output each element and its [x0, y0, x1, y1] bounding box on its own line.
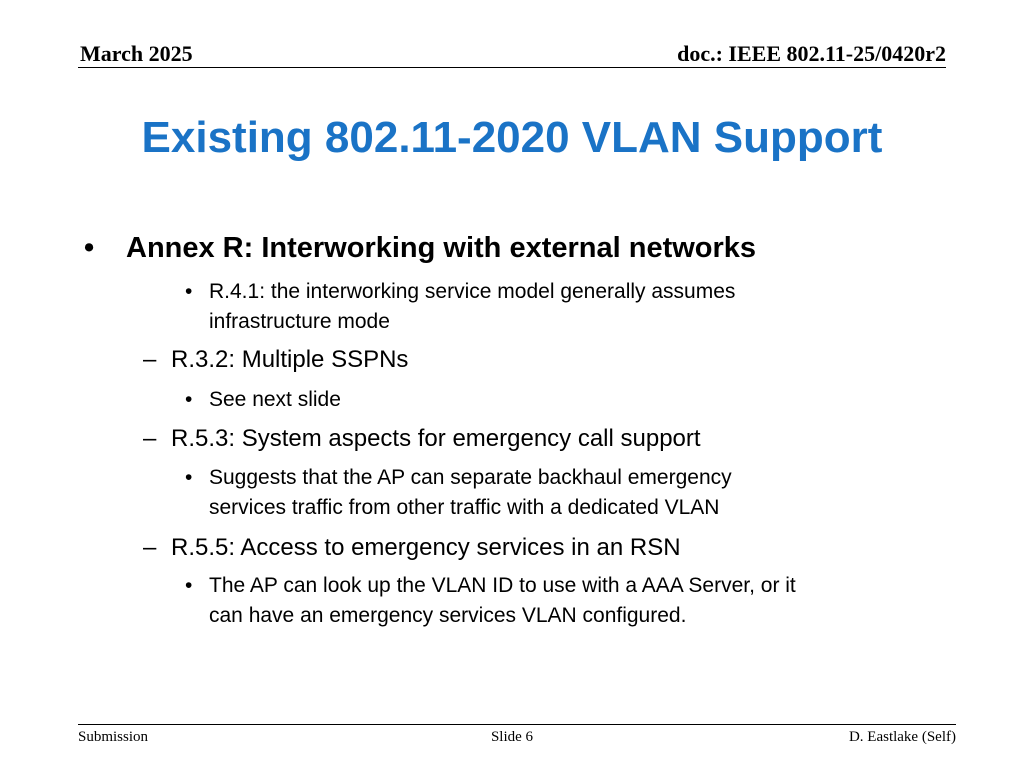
- dash-marker: –: [143, 346, 157, 373]
- dash-marker: –: [143, 425, 157, 452]
- footer-slide-number: Slide 6: [490, 729, 534, 745]
- dash-marker: –: [143, 534, 157, 561]
- sub-bullet-marker: •: [185, 574, 193, 597]
- sub-bullet-marker: •: [185, 466, 193, 489]
- sub-bullet-r55-line1: The AP can look up the VLAN ID to use wi…: [209, 574, 796, 597]
- header-doc-number: doc.: IEEE 802.11-25/0420r2: [677, 41, 946, 66]
- bullet-r32: R.3.2: Multiple SSPNs: [171, 346, 409, 373]
- footer-submission: Submission: [78, 729, 149, 745]
- sub-bullet-r41-line1: R.4.1: the interworking service model ge…: [209, 280, 736, 303]
- footer-divider: [78, 724, 956, 725]
- footer-author: D. Eastlake (Self): [848, 729, 956, 745]
- sub-bullet-r53-line2: services traffic from other traffic with…: [209, 496, 720, 519]
- bullet-r53: R.5.3: System aspects for emergency call…: [171, 425, 701, 452]
- bullet-r55: R.5.5: Access to emergency services in a…: [171, 534, 681, 561]
- bullet-annex-r: Annex R: Interworking with external netw…: [126, 232, 757, 264]
- sub-bullet-r41-line2: infrastructure mode: [209, 310, 390, 333]
- sub-bullet-r32-see-next: See next slide: [209, 388, 341, 411]
- slide-title: Existing 802.11-2020 VLAN Support: [141, 113, 883, 162]
- sub-bullet-marker: •: [185, 388, 193, 411]
- header-divider: [78, 67, 946, 68]
- sub-bullet-r53-line1: Suggests that the AP can separate backha…: [209, 466, 732, 489]
- header-date: March 2025: [80, 41, 193, 66]
- bullet-marker: •: [84, 232, 95, 264]
- sub-bullet-marker: •: [185, 280, 193, 303]
- sub-bullet-r55-line2: can have an emergency services VLAN conf…: [209, 604, 687, 627]
